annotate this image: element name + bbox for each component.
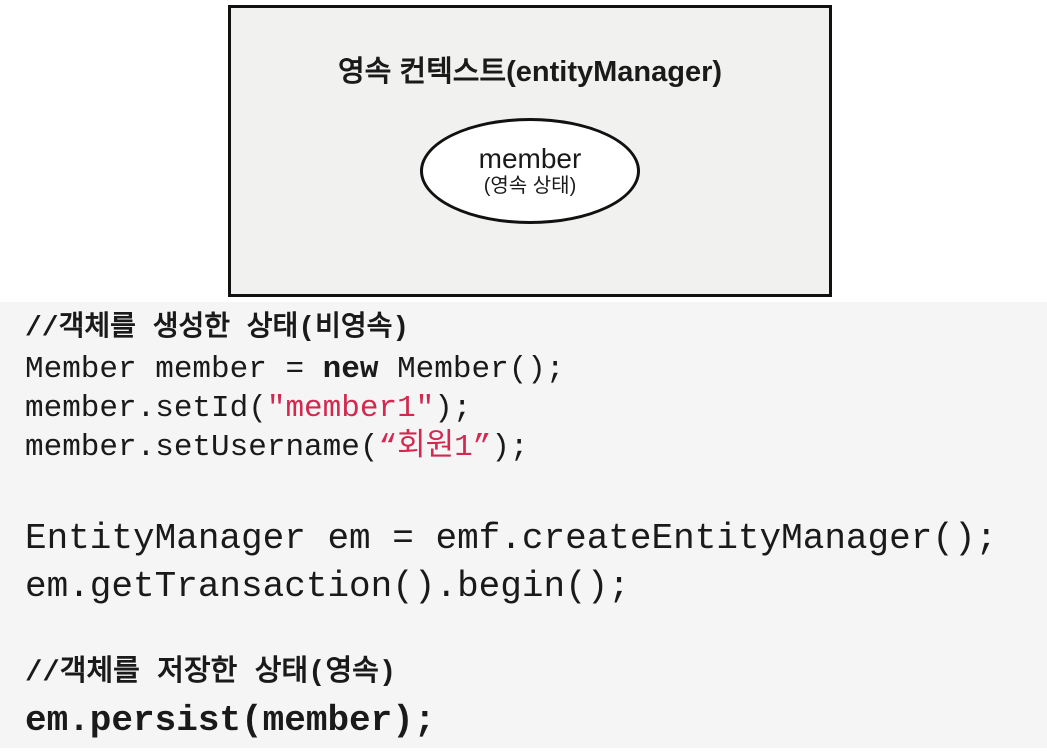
code-segment-plain: //객체를 생성한 상태(비영속): [25, 313, 410, 344]
code-segment-plain: );: [491, 430, 529, 465]
code-line: em.getTransaction().begin();: [25, 563, 1047, 611]
code-line: member.setUsername(“회원1”);: [25, 428, 1047, 467]
code-segment-plain: );: [434, 391, 472, 426]
code-segment-bold: new: [322, 352, 379, 387]
code-segment-plain: Member();: [378, 352, 565, 387]
code-line: em.persist(member);: [25, 697, 1047, 745]
member-entity-state: (영속 상태): [483, 175, 577, 197]
member-entity-ellipse: member (영속 상태): [420, 118, 640, 224]
code-segment-string: "member1": [266, 391, 435, 426]
code-blank-line: [25, 611, 1047, 648]
code-segment-plain: member.setId(: [25, 391, 267, 426]
code-line: Member member = new Member();: [25, 350, 1047, 389]
persistence-context-box: 영속 컨텍스트(entityManager) member (영속 상태): [228, 5, 832, 297]
member-entity-name: member: [478, 143, 582, 174]
code-segment-plain: Member member =: [25, 352, 323, 387]
code-line: //객체를 저장한 상태(영속): [25, 648, 1047, 697]
persistence-context-title: 영속 컨텍스트(entityManager): [337, 56, 723, 88]
code-segment-plain: //객체를 저장한 상태(영속): [25, 656, 397, 689]
code-block: //객체를 생성한 상태(비영속) Member member = new Mem…: [0, 302, 1047, 748]
code-line: //객체를 생성한 상태(비영속): [25, 308, 1047, 350]
code-line: EntityManager em = emf.createEntityManag…: [25, 515, 1047, 563]
code-blank-line: [25, 467, 1047, 515]
code-line: member.setId("member1");: [25, 389, 1047, 428]
code-segment-plain: member.setUsername(: [25, 430, 379, 465]
code-segment-plain: em.getTransaction().begin();: [25, 566, 630, 607]
code-segment-string: “회원1”: [378, 430, 492, 465]
code-segment-plain: EntityManager em = emf.createEntityManag…: [25, 518, 998, 559]
code-segment-bold: em.persist(member);: [25, 700, 436, 741]
